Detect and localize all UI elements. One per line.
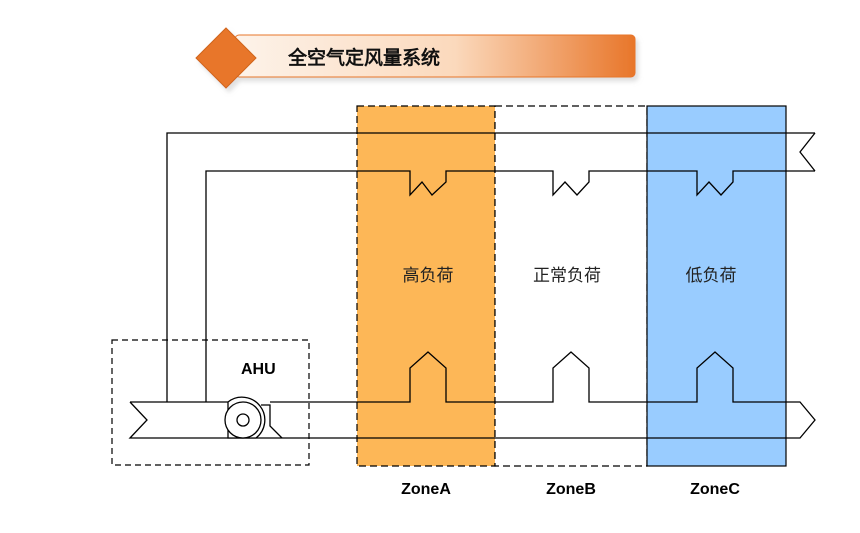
return-duct-outer xyxy=(166,132,815,402)
supply-duct xyxy=(128,351,816,439)
return-duct-end xyxy=(799,132,816,172)
ahu-box xyxy=(111,339,310,466)
banner-diamond xyxy=(195,27,257,89)
zone-b-load: 正常负荷 xyxy=(533,266,601,286)
zone-a-area xyxy=(356,105,496,467)
return-duct xyxy=(166,132,816,402)
zone-a-name: ZoneA xyxy=(401,481,451,498)
zone-c-name: ZoneC xyxy=(690,481,740,498)
page-title: 全空气定风量系统 xyxy=(287,46,440,69)
title-banner xyxy=(195,27,636,89)
supply-duct-body xyxy=(128,351,816,439)
zone-b-area xyxy=(494,105,648,467)
fan-icon xyxy=(224,396,283,439)
zone-c-load: 低负荷 xyxy=(686,266,737,286)
zone-b-name: ZoneB xyxy=(546,481,596,498)
zone-c-area xyxy=(646,105,787,467)
return-duct-inner xyxy=(205,170,815,402)
zone-a-load: 高负荷 xyxy=(403,266,454,286)
ahu-label: AHU xyxy=(241,361,276,378)
